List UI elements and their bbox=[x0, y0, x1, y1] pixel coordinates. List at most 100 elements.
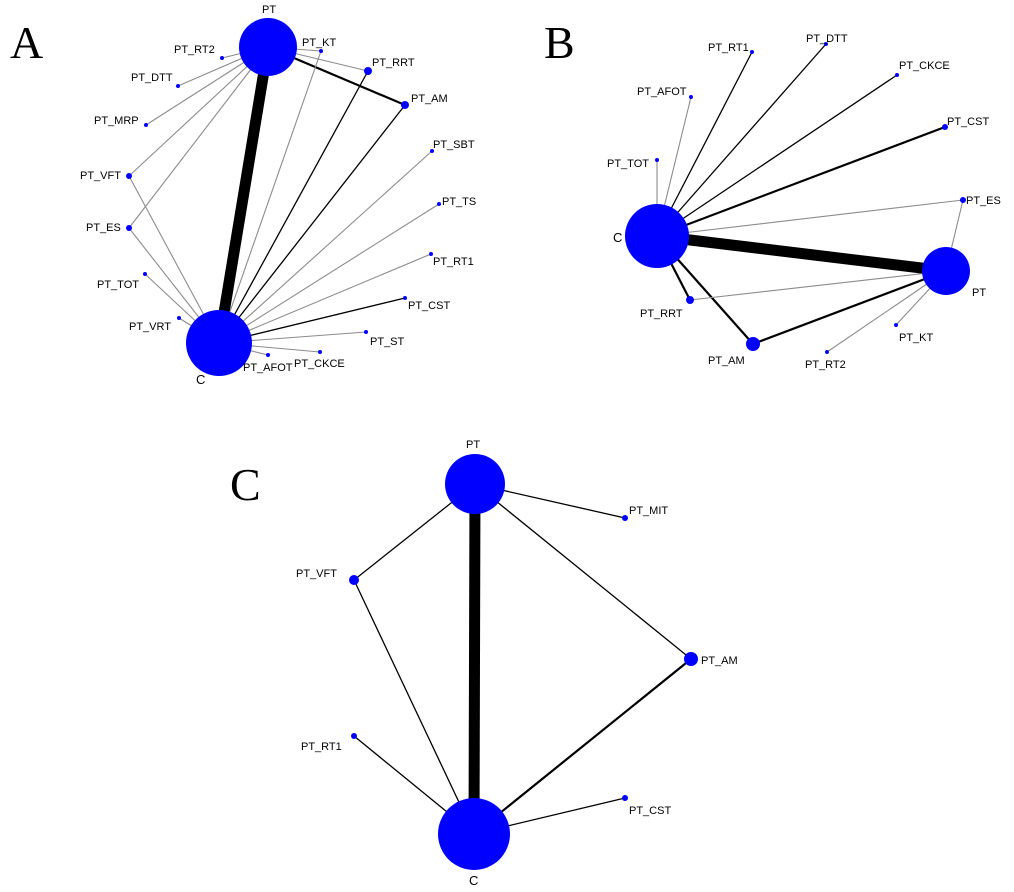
node-label-pt-vft: PT_VFT bbox=[296, 568, 337, 580]
node-label-pt-mit: PT_MIT bbox=[629, 505, 668, 517]
node-label-pt: PT bbox=[262, 4, 276, 16]
node-label-pt-kt: PT_KT bbox=[899, 332, 934, 344]
node-pt-cst bbox=[403, 296, 407, 300]
node-label-pt-rt1: PT_RT1 bbox=[301, 741, 342, 753]
node-pt-rt2 bbox=[220, 56, 224, 60]
node-label-pt-vrt: PT_VRT bbox=[129, 321, 171, 333]
node-pt-sbt bbox=[430, 149, 434, 153]
edge-c-pt-rrt bbox=[218, 70, 369, 344]
node-pt-kt bbox=[894, 323, 898, 327]
node-pt-ts bbox=[437, 202, 441, 206]
node-label-pt-rt2: PT_RT2 bbox=[805, 359, 846, 371]
node-pt-st bbox=[364, 330, 368, 334]
node-label-pt-es: PT_ES bbox=[86, 222, 121, 234]
node-pt-am bbox=[401, 101, 409, 109]
node-pt-afot bbox=[266, 353, 270, 357]
panel-b: B C PT PT_RT1 PT_DTT PT_CKCE PT_CST PT_AFOT PT_T… bbox=[544, 17, 1001, 371]
edge-pt-c bbox=[213, 46, 274, 344]
node-pt-es bbox=[126, 225, 132, 231]
nodes-group: PT C PT_KT PT_RRT PT_AM PT_SBT PT_TS PT_RT1PT_C… bbox=[80, 4, 476, 387]
panel-letter: B bbox=[544, 17, 575, 68]
edge-c-pt bbox=[656, 230, 947, 277]
node-label-pt-rrt: PT_RRT bbox=[372, 57, 415, 69]
node-pt-rrt bbox=[364, 67, 372, 75]
node-pt-kt bbox=[319, 49, 323, 53]
node-label-pt-rt1: PT_RT1 bbox=[433, 256, 474, 268]
edge-c-pt-vft bbox=[353, 579, 475, 835]
edge-c-pt-rt1 bbox=[656, 51, 753, 237]
node-pt-tot bbox=[655, 158, 659, 162]
node-pt-rrt bbox=[686, 296, 694, 304]
nodes-group: C PT PT_RT1 PT_DTT PT_CKCE PT_CST PT_AFOT PT_TO… bbox=[607, 33, 1001, 371]
node-label-c: C bbox=[613, 230, 622, 245]
edge-pt-pt-vft bbox=[128, 46, 269, 177]
node-label-pt-cst: PT_CST bbox=[408, 300, 450, 312]
node-label-pt-tot: PT_TOT bbox=[607, 158, 649, 170]
edge-pt-pt-es bbox=[128, 46, 269, 229]
node-pt-vrt bbox=[177, 316, 181, 320]
node-pt-rt1 bbox=[750, 50, 754, 54]
node-c bbox=[438, 798, 510, 870]
node-pt-mrp bbox=[144, 123, 148, 127]
node-label-pt-am: PT_AM bbox=[701, 655, 738, 667]
node-label-pt: PT bbox=[466, 439, 480, 451]
node-pt-rt1 bbox=[429, 252, 433, 256]
node-label-pt-dtt: PT_DTT bbox=[131, 72, 173, 84]
edge-pt-pt-am bbox=[474, 483, 692, 660]
node-pt-afot bbox=[689, 95, 693, 99]
edge-c-pt-ts bbox=[218, 203, 440, 344]
edge-c-pt-es bbox=[656, 199, 964, 237]
node-pt bbox=[922, 247, 970, 295]
panel-letter: C bbox=[230, 459, 261, 510]
node-pt bbox=[239, 18, 297, 76]
edge-c-pt-kt bbox=[218, 50, 322, 344]
node-pt-ckce bbox=[318, 350, 322, 354]
node-label-pt-am: PT_AM bbox=[708, 355, 745, 367]
node-pt bbox=[445, 454, 505, 514]
node-pt-es bbox=[960, 197, 966, 203]
edge-c-pt-dtt bbox=[656, 43, 827, 237]
node-label-pt-vft: PT_VFT bbox=[80, 170, 121, 182]
node-label-pt-rrt: PT_RRT bbox=[640, 308, 683, 320]
edge-pt-pt-am bbox=[752, 269, 947, 346]
edge-pt-c bbox=[468, 483, 481, 835]
edge-pt-pt-rrt bbox=[689, 270, 947, 301]
node-label-pt-ckce: PT_CKCE bbox=[294, 358, 345, 370]
node-label-pt-sbt: PT_SBT bbox=[433, 139, 475, 151]
node-label-pt-es: PT_ES bbox=[966, 195, 1001, 207]
edge-c-pt-am bbox=[218, 104, 406, 344]
node-label-c: C bbox=[469, 873, 478, 888]
node-label-pt-afot: PT_AFOT bbox=[243, 362, 293, 374]
node-label-pt: PT bbox=[972, 287, 986, 299]
node-label-pt-ts: PT_TS bbox=[442, 196, 476, 208]
edge-c-pt-rt1 bbox=[218, 253, 432, 344]
node-label-pt-afot: PT_AFOT bbox=[637, 86, 687, 98]
node-pt-vft bbox=[349, 575, 359, 585]
node-pt-cst bbox=[622, 795, 628, 801]
node-pt-vft bbox=[126, 173, 132, 179]
node-pt-tot bbox=[143, 272, 147, 276]
node-pt-cst bbox=[942, 124, 948, 130]
edges-group bbox=[656, 43, 964, 353]
panel-letter: A bbox=[10, 17, 43, 68]
edge-c-pt-sbt bbox=[218, 150, 433, 344]
node-pt-rt1 bbox=[351, 733, 357, 739]
node-pt-dtt bbox=[824, 42, 828, 46]
node-label-pt-st: PT_ST bbox=[370, 336, 405, 348]
node-label-c: C bbox=[196, 372, 205, 387]
node-label-pt-cst: PT_CST bbox=[629, 805, 671, 817]
node-label-pt-ckce: PT_CKCE bbox=[899, 60, 950, 72]
node-label-pt-cst: PT_CST bbox=[947, 116, 989, 128]
node-pt-am bbox=[746, 337, 760, 351]
node-label-pt-rt1: PT_RT1 bbox=[708, 42, 749, 54]
node-label-pt-dtt: PT_DTT bbox=[806, 33, 848, 45]
node-label-pt-mrp: PT_MRP bbox=[94, 115, 139, 127]
node-label-pt-am: PT_AM bbox=[411, 93, 448, 105]
node-pt-ckce bbox=[895, 73, 899, 77]
node-label-pt-kt: PT_KT bbox=[302, 37, 337, 49]
edge-c-pt-ckce bbox=[656, 74, 898, 237]
edge-c-pt-cst bbox=[656, 125, 946, 238]
